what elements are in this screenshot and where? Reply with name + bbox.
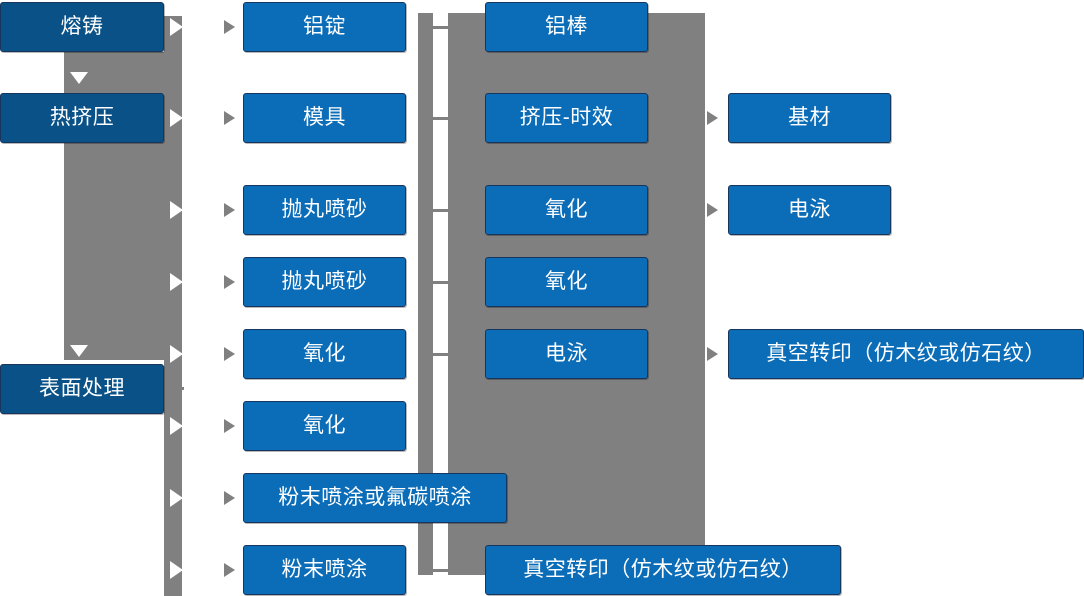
surface-treatment-stub (164, 387, 184, 390)
process-box-shot-blasting-2[interactable]: 抛丸喷砂 (243, 257, 406, 307)
fanout-arrow-6 (224, 419, 235, 433)
band-notch-7 (170, 489, 183, 507)
operation-box-oxidation-1[interactable]: 氧化 (485, 185, 648, 235)
output-box-substrate[interactable]: 基材 (728, 93, 891, 143)
process-box-powder-or-fluorocarbon-coating[interactable]: 粉末喷涂或氟碳喷涂 (243, 473, 507, 523)
fanout-arrow-3 (224, 203, 235, 217)
mid-strip-left (418, 13, 433, 575)
process-box-aluminum-ingot[interactable]: 铝锭 (243, 2, 406, 52)
output-arrow-electrophoresis (707, 203, 718, 217)
operation-box-oxidation-2[interactable]: 氧化 (485, 257, 648, 307)
process-box-powder-coating[interactable]: 粉末喷涂 (243, 545, 406, 595)
operation-box-electrophoresis[interactable]: 电泳 (485, 329, 648, 379)
bracket-tick-4 (433, 281, 449, 284)
process-box-oxidation-2[interactable]: 氧化 (243, 401, 406, 451)
fanout-arrow-5 (224, 347, 235, 361)
output-arrow-substrate (707, 111, 718, 125)
band-notch-8 (170, 561, 183, 579)
band-notch-4 (170, 273, 183, 291)
process-box-shot-blasting-1[interactable]: 抛丸喷砂 (243, 185, 406, 235)
fanout-arrow-8 (224, 563, 235, 577)
stage-trunk-right-edge (164, 16, 182, 596)
fanout-arrow-4 (224, 275, 235, 289)
stage-box-hot-extrusion[interactable]: 热挤压 (0, 93, 164, 143)
process-box-mold[interactable]: 模具 (243, 93, 406, 143)
bracket-tick-3 (433, 209, 449, 212)
bracket-tick-6 (433, 569, 449, 572)
band-notch-2 (170, 109, 183, 127)
band-notch-5 (170, 345, 183, 363)
notch-to-surface-treatment (70, 345, 88, 357)
stage-box-surface-treatment[interactable]: 表面处理 (0, 364, 164, 414)
bracket-tick-1 (433, 26, 449, 29)
fanout-arrow-7 (224, 491, 235, 505)
output-box-vacuum-transfer-printing[interactable]: 真空转印（仿木纹或仿石纹） (728, 329, 1084, 379)
band-notch-6 (170, 417, 183, 435)
operation-box-vacuum-transfer-printing[interactable]: 真空转印（仿木纹或仿石纹） (485, 545, 841, 595)
operation-box-extrusion-aging[interactable]: 挤压-时效 (485, 93, 648, 143)
operation-box-aluminum-bar[interactable]: 铝棒 (485, 2, 648, 52)
fanout-arrow-1 (224, 20, 235, 34)
bracket-tick-2 (433, 117, 449, 120)
process-box-oxidation-1[interactable]: 氧化 (243, 329, 406, 379)
output-arrow-vacuum-transfer (707, 347, 718, 361)
stage-box-melting-casting[interactable]: 熔铸 (0, 2, 164, 52)
band-notch-1 (170, 18, 183, 36)
bracket-tick-5 (433, 353, 449, 356)
band-notch-3 (170, 201, 183, 219)
fanout-arrow-2 (224, 111, 235, 125)
notch-to-hot-extrusion (70, 72, 88, 84)
output-box-electrophoresis[interactable]: 电泳 (728, 185, 891, 235)
